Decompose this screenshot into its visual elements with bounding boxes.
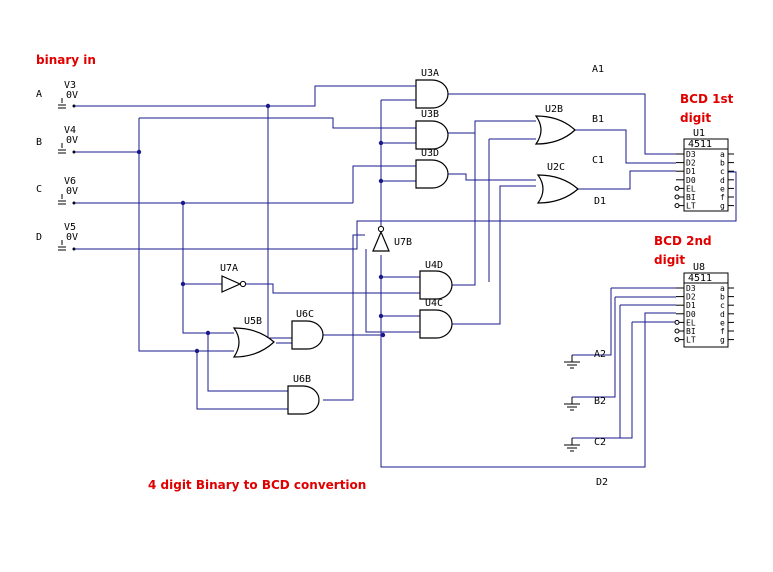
input-a-name: A	[36, 89, 42, 100]
u8-out-g: g	[720, 336, 725, 345]
gate-label-u5b: U5B	[244, 316, 262, 327]
or-gate-u2c: U2C	[536, 162, 579, 204]
u8-pin-bubble-el	[674, 319, 680, 325]
u1-pin-bi: BI	[686, 193, 696, 202]
or-gate-u2b: U2B	[534, 104, 576, 145]
and-gate-u4c: U4C	[419, 298, 453, 339]
chip1-heading-line2: digit	[680, 111, 711, 125]
output-label-b2: B2	[594, 396, 606, 407]
wires	[74, 85, 737, 468]
input-d-ref: V5	[64, 222, 76, 233]
u8-pin-lt: LT	[686, 336, 696, 345]
u8-out-a: a	[720, 284, 725, 293]
gate-label-u4c: U4C	[425, 298, 443, 309]
chip2-heading-line1: BCD 2nd	[654, 234, 712, 248]
output-label-d1: D1	[594, 196, 606, 207]
gate-label-u2c: U2C	[547, 162, 565, 173]
gate-label-u7b: U7B	[394, 237, 412, 248]
u8-out-b: b	[720, 293, 725, 302]
u1-pin-bubble-bi	[674, 194, 680, 200]
output-label-d2: D2	[596, 477, 608, 488]
input-b-value: 0V	[66, 135, 78, 146]
u8-pin-el: EL	[686, 318, 696, 327]
and-gate-u6b: U6B	[287, 374, 320, 415]
u1-pin-d3: D3	[686, 150, 696, 159]
gate-label-u3b: U3B	[421, 109, 439, 120]
and-gate-u6c: U6C	[291, 309, 324, 350]
u1-out-a: a	[720, 150, 725, 159]
gate-label-u7a: U7A	[220, 263, 238, 274]
output-label-c1: C1	[592, 155, 604, 166]
not-gate-u7a: U7A	[220, 263, 247, 293]
chip-u8-part: 4511	[688, 273, 712, 284]
output-label-b1: B1	[592, 114, 604, 125]
u8-pin-bi: BI	[686, 327, 696, 336]
u8-pin-bubble-bi	[674, 328, 680, 334]
u8-out-f: f	[720, 327, 725, 336]
gate-label-u2b: U2B	[545, 104, 563, 115]
input-source-c: V6 0V C	[36, 176, 78, 205]
input-c-name: C	[36, 184, 42, 195]
gate-label-u3a: U3A	[421, 68, 439, 79]
u1-pin-d2: D2	[686, 159, 696, 168]
ground-symbols	[564, 355, 580, 452]
chip-u8-ref: U8	[693, 262, 705, 273]
u8-out-d: d	[720, 310, 725, 319]
and-gate-u4d: U4D	[419, 260, 453, 300]
and-gate-u3d: U3D	[415, 148, 449, 189]
gate-label-u4d: U4D	[425, 260, 443, 271]
input-b-name: B	[36, 137, 42, 148]
u1-pin-bubble-lt	[674, 203, 680, 209]
gate-label-u6b: U6B	[293, 374, 311, 385]
input-d-value: 0V	[66, 232, 78, 243]
u1-pin-bubble-el	[674, 185, 680, 191]
u8-pin-d0: D0	[686, 310, 696, 319]
and-gate-u3b: U3B	[415, 109, 449, 150]
and-gate-u3a: U3A	[415, 68, 449, 109]
page-title: 4 digit Binary to BCD convertion	[148, 478, 366, 492]
u8-pin-d3: D3	[686, 284, 696, 293]
output-label-a2: A2	[594, 349, 606, 360]
input-source-b: V4 0V B	[36, 125, 78, 154]
not-gate-u7b: U7B	[372, 225, 412, 252]
output-label-a1: A1	[592, 64, 604, 75]
or-gate-u5b: U5B	[232, 316, 275, 358]
output-label-c2: C2	[594, 437, 606, 448]
chip-u1-ref: U1	[693, 128, 705, 139]
u1-pin-lt: LT	[686, 202, 696, 211]
gate-label-u6c: U6C	[296, 309, 314, 320]
input-b-ref: V4	[64, 125, 76, 136]
u8-pin-d1: D1	[686, 301, 696, 310]
u8-pin-d2: D2	[686, 293, 696, 302]
u1-out-b: b	[720, 159, 725, 168]
input-source-d: V5 0V D	[36, 222, 78, 251]
input-a-ref: V3	[64, 80, 76, 91]
input-source-a: V3 0V A	[36, 80, 78, 109]
u1-pin-el: EL	[686, 184, 696, 193]
u8-pin-bubble-lt	[674, 337, 680, 343]
u1-out-g: g	[720, 202, 725, 211]
chip2-heading-line2: digit	[654, 253, 685, 267]
u8-out-e: e	[720, 318, 725, 327]
u1-out-c: c	[720, 167, 725, 176]
u1-out-e: e	[720, 184, 725, 193]
u1-pin-d0: D0	[686, 176, 696, 185]
chip1-heading-line1: BCD 1st	[680, 92, 734, 106]
input-c-value: 0V	[66, 186, 78, 197]
input-a-value: 0V	[66, 90, 78, 101]
u1-out-d: d	[720, 176, 725, 185]
u8-out-c: c	[720, 301, 725, 310]
gate-label-u3d: U3D	[421, 148, 439, 159]
u1-pin-d1: D1	[686, 167, 696, 176]
binary-in-label: binary in	[36, 53, 96, 67]
u1-out-f: f	[720, 193, 725, 202]
input-d-name: D	[36, 232, 42, 243]
input-c-ref: V6	[64, 176, 76, 187]
chip-u1-part: 4511	[688, 139, 712, 150]
